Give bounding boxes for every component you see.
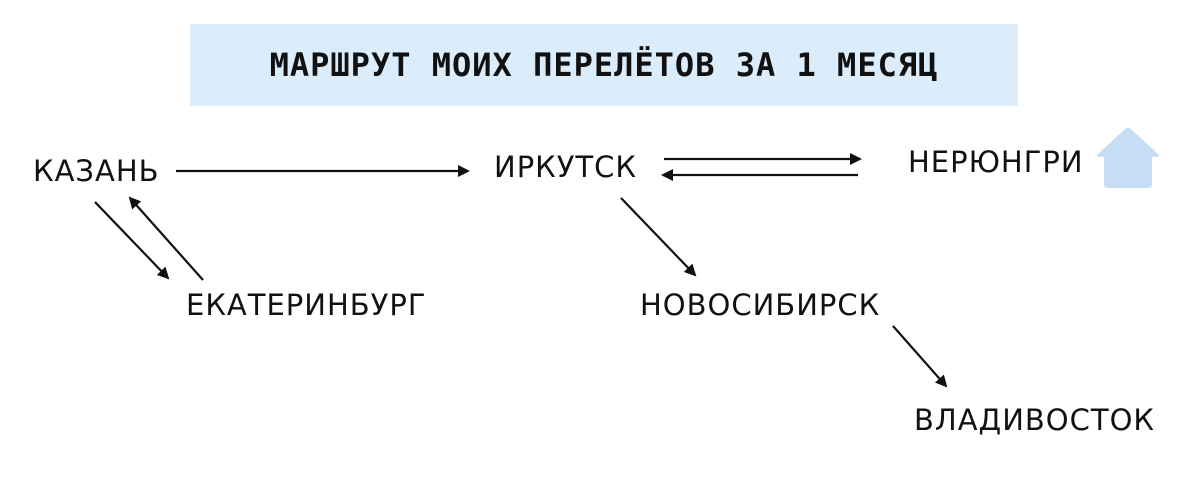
city-novosibirsk: НОВОСИБИРСК bbox=[640, 288, 881, 322]
city-kazan: КАЗАНЬ bbox=[33, 154, 160, 188]
arrow-novosibirsk-to-vladivostok bbox=[892, 325, 948, 388]
city-ekaterinburg: ЕКАТЕРИНБУРГ bbox=[186, 288, 427, 322]
house-icon bbox=[1097, 128, 1159, 188]
arrow-ekaterinburg-to-kazan bbox=[128, 196, 204, 281]
city-irkutsk: ИРКУТСК bbox=[494, 150, 637, 184]
arrow-kazan-to-ekaterinburg bbox=[94, 201, 170, 280]
city-vladivostok: ВЛАДИВОСТОК bbox=[914, 403, 1155, 437]
diagram-title: МАРШРУТ МОИХ ПЕРЕЛЁТОВ ЗА 1 МЕСЯЦ bbox=[269, 46, 939, 84]
arrow-irkutsk-to-novosibirsk bbox=[620, 197, 697, 277]
title-banner: МАРШРУТ МОИХ ПЕРЕЛЁТОВ ЗА 1 МЕСЯЦ bbox=[190, 24, 1018, 106]
city-neryungri: НЕРЮНГРИ bbox=[908, 145, 1084, 179]
